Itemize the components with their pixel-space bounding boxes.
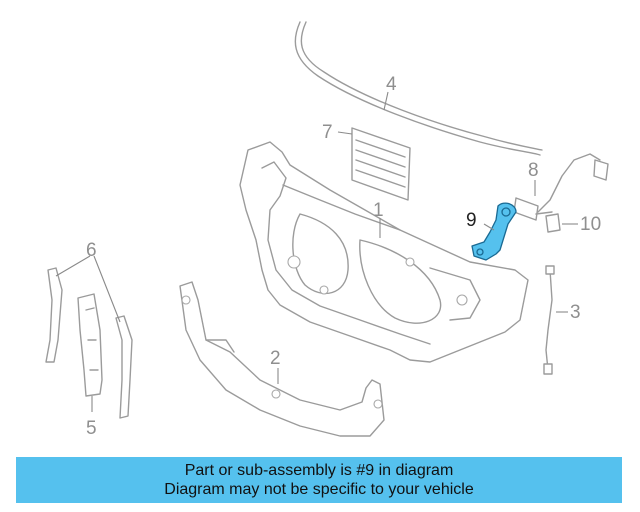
part-10-clip[interactable]	[545, 213, 578, 233]
callout-7: 7	[322, 122, 333, 143]
part-1-radiator-support[interactable]	[239, 141, 529, 363]
part-5-side-panel[interactable]	[77, 293, 103, 412]
callout-3: 3	[570, 302, 581, 323]
parts-diagram: 4 7 1 8 9 10	[45, 21, 609, 439]
banner-line-part-number: Part or sub-assembly is #9 in diagram	[184, 462, 454, 479]
banner-line-disclaimer: Diagram may not be specific to your vehi…	[164, 481, 474, 498]
callout-6: 6	[86, 240, 97, 261]
part-3-side-rod[interactable]	[543, 265, 568, 375]
callout-9: 9	[466, 210, 477, 231]
part-6-side-seals[interactable]	[45, 255, 133, 419]
callout-5: 5	[86, 418, 97, 439]
info-banner: Part or sub-assembly is #9 in diagram Di…	[16, 457, 622, 503]
callout-2: 2	[270, 348, 281, 369]
part-7-air-guide[interactable]	[337, 127, 411, 201]
part-2-lower-bracket[interactable]	[179, 281, 385, 437]
part-9-bracket[interactable]	[471, 202, 517, 261]
callout-4: 4	[386, 74, 397, 95]
callout-8: 8	[528, 160, 539, 181]
callout-10: 10	[580, 214, 601, 235]
part-4-hood-seal[interactable]	[294, 21, 543, 156]
callout-1: 1	[373, 200, 384, 221]
